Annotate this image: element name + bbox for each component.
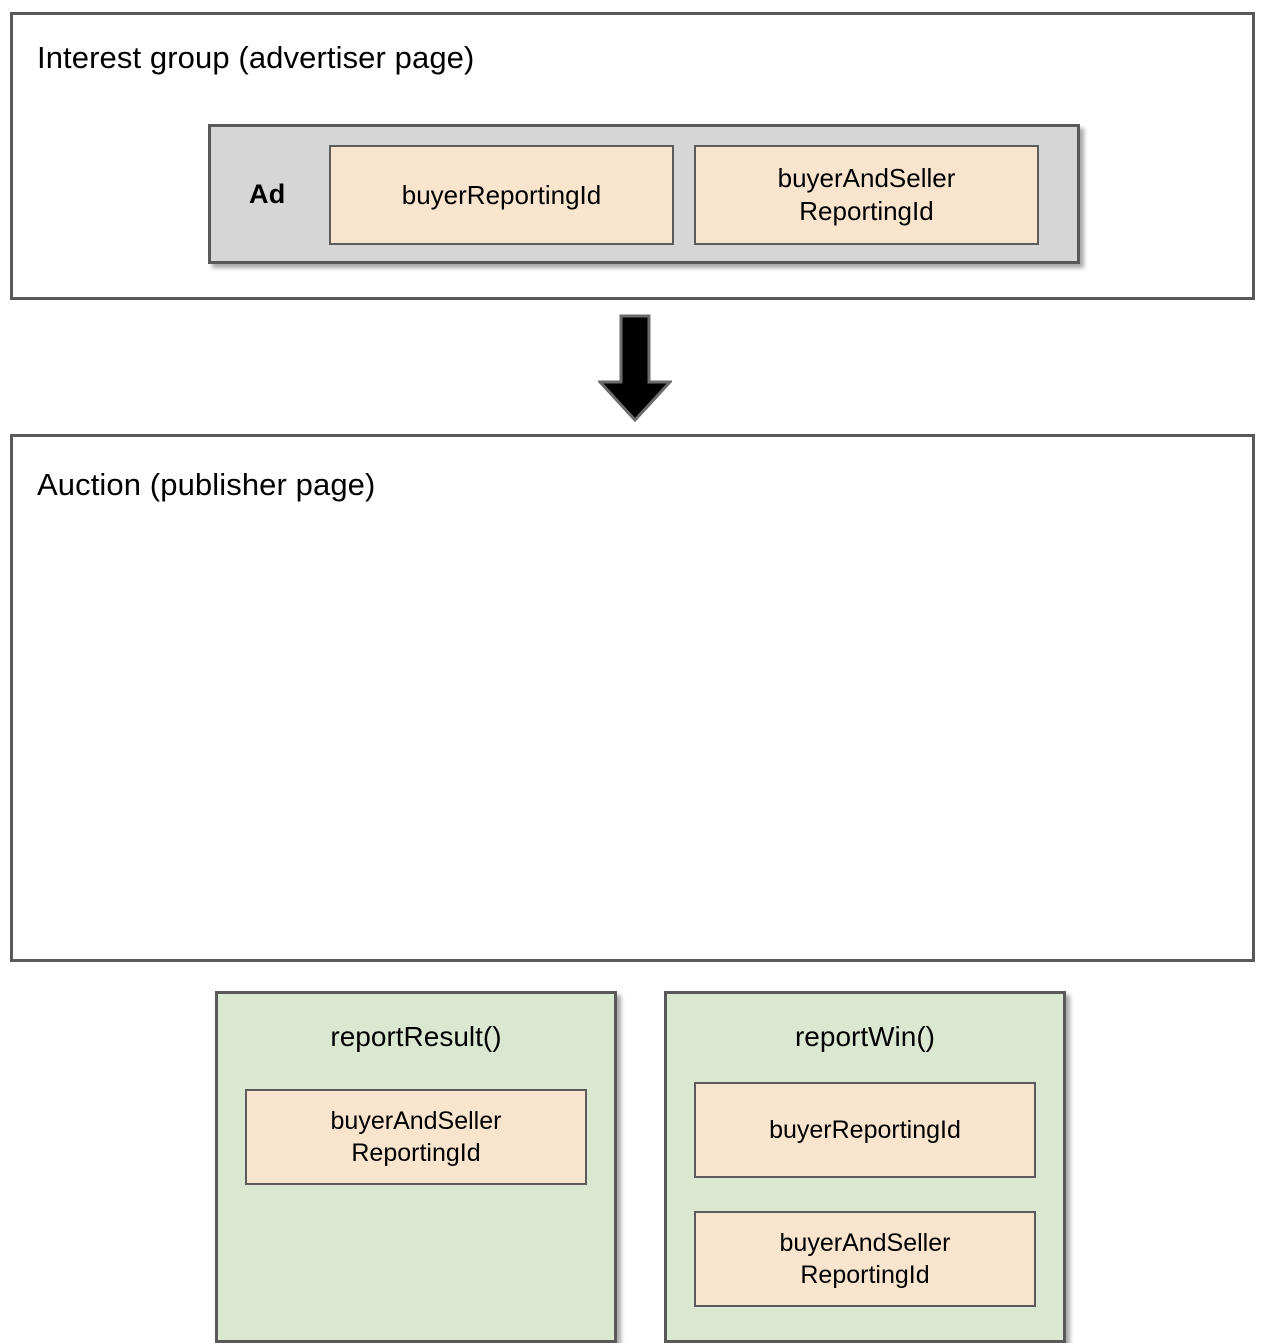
interest-group-frame: Interest group (advertiser page) Ad buye… xyxy=(10,12,1255,300)
report-win-title: reportWin() xyxy=(794,1021,935,1052)
reporting-id-label: buyerReportingId xyxy=(401,179,602,210)
down-arrow-icon xyxy=(596,314,674,423)
auction-frame: Auction (publisher page) reportResult() … xyxy=(10,434,1255,1343)
reporting-id-label-line1: buyerAndSeller xyxy=(330,1107,502,1135)
reporting-id-label-line1: buyerAndSeller xyxy=(779,1229,951,1257)
report-result-container: reportResult() buyerAndSeller ReportingI… xyxy=(215,991,617,1343)
reporting-id-label-line2: ReportingId xyxy=(800,1261,930,1289)
reporting-id-label: buyerAndSeller ReportingId xyxy=(778,162,956,228)
report-win-item-buyer-reporting-id: buyerReportingId xyxy=(694,1082,1036,1178)
reporting-id-label-line2: ReportingId xyxy=(351,1139,481,1167)
reporting-id-label: buyerAndSeller ReportingId xyxy=(780,1227,951,1291)
reporting-id-label-line2: ReportingId xyxy=(799,196,934,226)
diagram-canvas: Interest group (advertiser page) Ad buye… xyxy=(10,12,1255,1343)
report-result-title: reportResult() xyxy=(330,1021,502,1052)
report-result-item-buyer-and-seller-reporting-id: buyerAndSeller ReportingId xyxy=(245,1089,587,1185)
report-win-container: reportWin() buyerReportingId buyerAndSel… xyxy=(664,991,1066,1343)
interest-group-title: Interest group (advertiser page) xyxy=(37,40,475,75)
reporting-id-label: buyerReportingId xyxy=(769,1116,961,1144)
reporting-id-label: buyerAndSeller ReportingId xyxy=(331,1105,502,1169)
reporting-id-buyer-reporting-id: buyerReportingId xyxy=(329,145,674,245)
auction-title: Auction (publisher page) xyxy=(37,467,376,502)
reporting-id-label-line1: buyerAndSeller xyxy=(777,163,956,193)
ad-label: Ad xyxy=(249,178,286,209)
report-win-item-buyer-and-seller-reporting-id: buyerAndSeller ReportingId xyxy=(694,1211,1036,1307)
reporting-id-buyer-and-seller-reporting-id: buyerAndSeller ReportingId xyxy=(694,145,1039,245)
ad-container: Ad buyerReportingId buyerAndSeller Repor… xyxy=(208,124,1080,264)
